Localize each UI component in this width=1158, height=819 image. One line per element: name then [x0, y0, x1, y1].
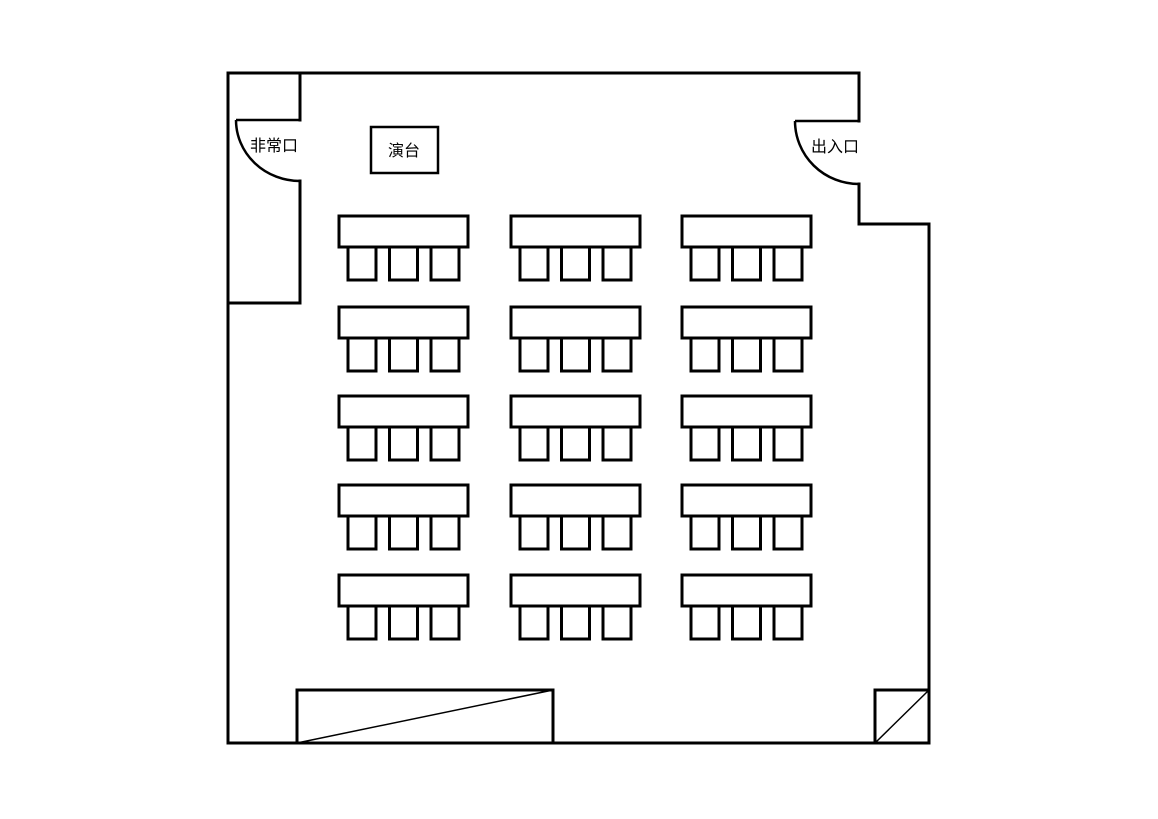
- chair: [429, 425, 461, 462]
- chair: [518, 336, 550, 373]
- chair: [346, 245, 378, 282]
- chair: [601, 514, 633, 551]
- emergency-exit-label: 非常口: [250, 137, 298, 155]
- chair: [689, 514, 721, 551]
- chair: [689, 425, 721, 462]
- table: [680, 394, 813, 429]
- table-unit: [337, 573, 470, 641]
- fixture-bottom-left: [295, 688, 555, 745]
- table-unit: [337, 305, 470, 373]
- chair: [731, 604, 762, 641]
- podium-label: 演台: [388, 142, 420, 160]
- chair: [388, 604, 419, 641]
- chair: [429, 514, 461, 551]
- table: [509, 305, 642, 340]
- table: [509, 573, 642, 608]
- seating-area: [337, 214, 813, 641]
- chair: [731, 425, 762, 462]
- chair: [731, 514, 762, 551]
- chair: [388, 425, 419, 462]
- table: [680, 305, 813, 340]
- chair: [388, 336, 419, 373]
- chair: [689, 245, 721, 282]
- table-unit: [680, 573, 813, 641]
- table-unit: [337, 483, 470, 551]
- chair: [601, 425, 633, 462]
- emergency-exit-alcove: [226, 71, 302, 305]
- chair: [518, 425, 550, 462]
- chair: [388, 245, 419, 282]
- fixture-diagonal-line: [874, 689, 930, 744]
- emergency-exit-door: 非常口: [234, 118, 301, 183]
- chair: [772, 425, 804, 462]
- door-swing-arc-icon: [234, 119, 301, 183]
- chair: [772, 514, 804, 551]
- chair: [601, 604, 633, 641]
- chair: [731, 336, 762, 373]
- podium-box: [369, 125, 440, 175]
- chair: [560, 336, 591, 373]
- table-unit: [509, 394, 642, 462]
- fixture-diagonal-line: [296, 689, 554, 744]
- chair: [601, 336, 633, 373]
- podium: 演台: [369, 125, 440, 175]
- table: [337, 573, 470, 608]
- table: [337, 394, 470, 429]
- chair: [346, 425, 378, 462]
- table: [509, 214, 642, 249]
- table: [509, 394, 642, 429]
- table-unit: [680, 394, 813, 462]
- entrance-label: 出入口: [811, 138, 859, 156]
- chair: [560, 245, 591, 282]
- chair: [346, 604, 378, 641]
- chair: [429, 336, 461, 373]
- chair: [518, 245, 550, 282]
- fixture-bottom-right: [873, 688, 931, 745]
- table: [337, 483, 470, 518]
- door-swing-arc-icon: [793, 120, 860, 186]
- chair: [772, 604, 804, 641]
- table-unit: [509, 214, 642, 282]
- table: [680, 214, 813, 249]
- chair: [560, 425, 591, 462]
- chair: [772, 245, 804, 282]
- chair: [518, 514, 550, 551]
- chair: [689, 336, 721, 373]
- chair: [689, 604, 721, 641]
- bottom-fixtures: [295, 688, 931, 745]
- table-unit: [337, 214, 470, 282]
- entrance-door: 出入口: [793, 119, 860, 186]
- table-unit: [509, 483, 642, 551]
- chair: [429, 245, 461, 282]
- chair: [601, 245, 633, 282]
- table-unit: [509, 305, 642, 373]
- chair: [731, 245, 762, 282]
- chair: [346, 514, 378, 551]
- chair: [560, 514, 591, 551]
- table-unit: [509, 573, 642, 641]
- chair: [429, 604, 461, 641]
- table-unit: [337, 394, 470, 462]
- table: [337, 214, 470, 249]
- chair: [346, 336, 378, 373]
- table: [509, 483, 642, 518]
- chair: [518, 604, 550, 641]
- chair: [772, 336, 804, 373]
- chair: [560, 604, 591, 641]
- table-unit: [680, 214, 813, 282]
- table-unit: [680, 305, 813, 373]
- table: [337, 305, 470, 340]
- chair: [388, 514, 419, 551]
- table-unit: [680, 483, 813, 551]
- table: [680, 483, 813, 518]
- table: [680, 573, 813, 608]
